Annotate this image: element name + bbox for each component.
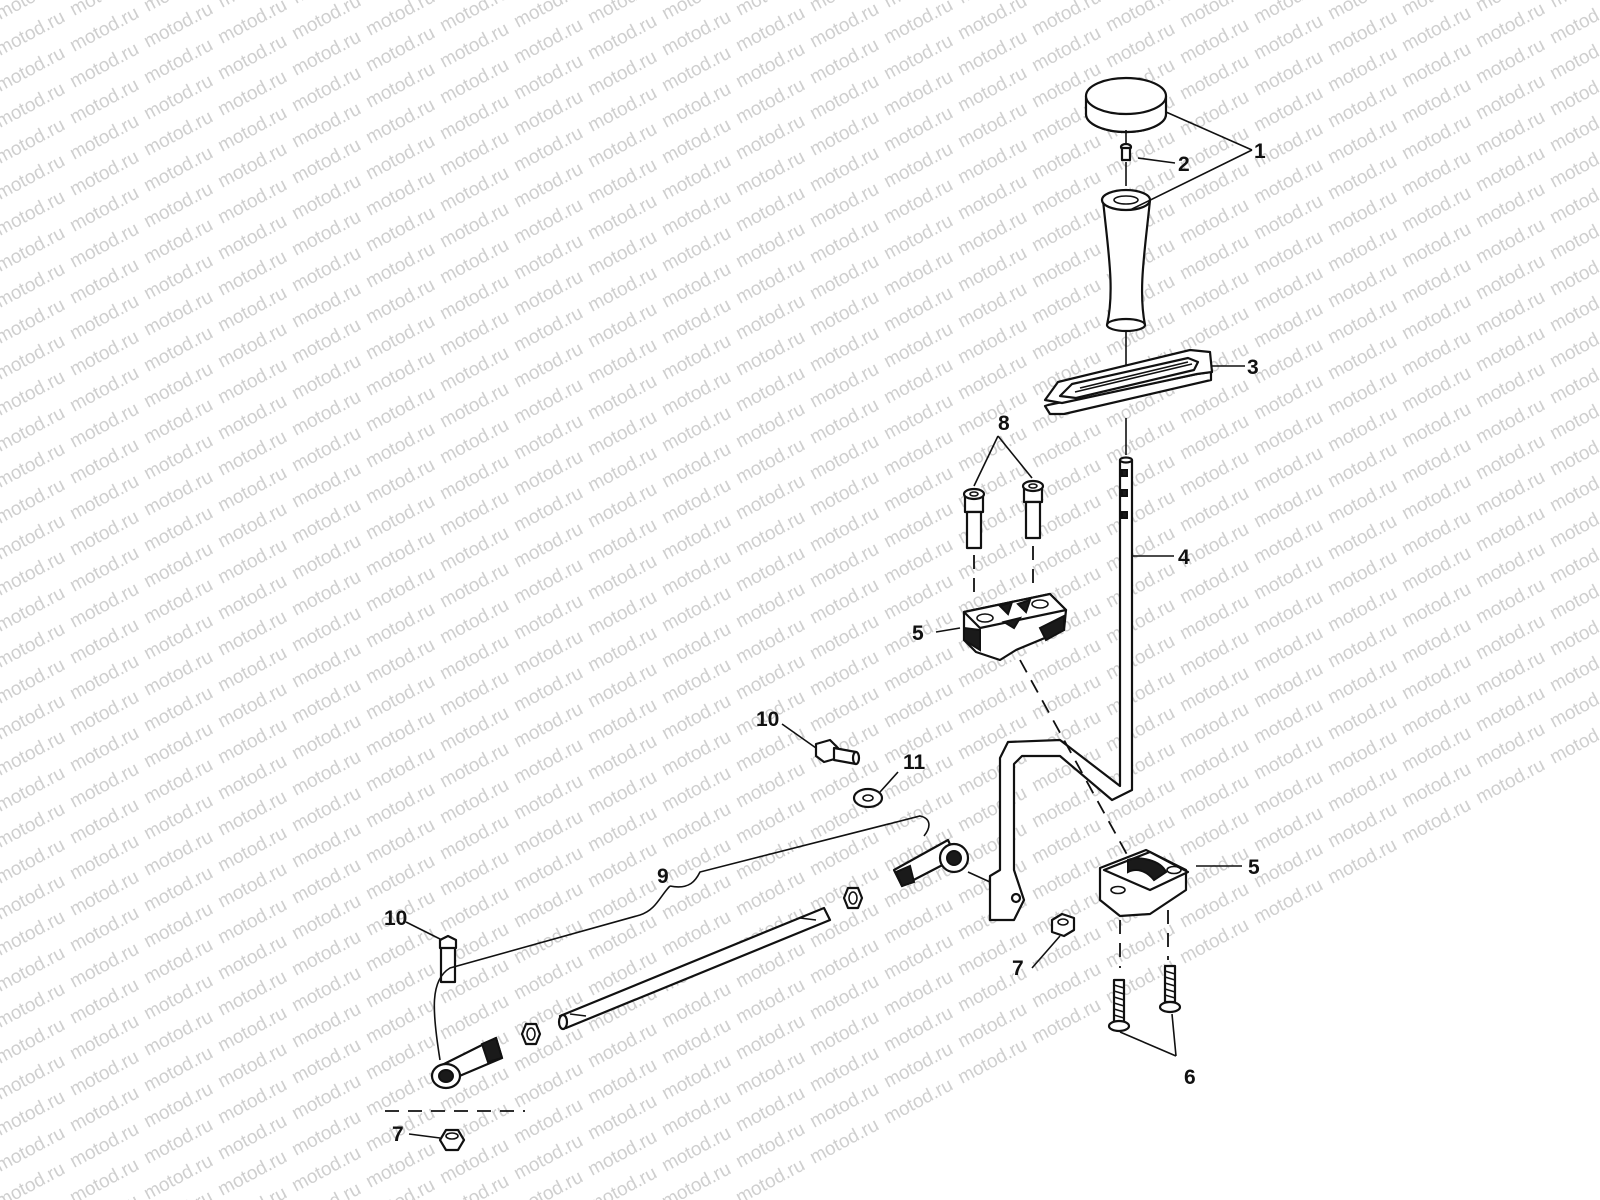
shift-lever <box>988 332 1134 922</box>
callout-3: 3 <box>1247 356 1259 379</box>
knob-cap <box>1084 76 1168 134</box>
clamp-lower <box>1098 848 1190 968</box>
nut-lever <box>1050 912 1076 938</box>
callout-11: 11 <box>903 751 926 774</box>
shift-handle <box>1100 188 1152 333</box>
bolt-left <box>962 487 986 600</box>
nut-lower <box>438 1128 466 1152</box>
callout-6: 6 <box>1184 1066 1196 1089</box>
bolt-10-upper <box>814 738 861 766</box>
rod-end-right <box>892 838 991 888</box>
jam-nut-right <box>842 886 864 910</box>
bolt-right <box>1021 479 1045 590</box>
callout-10-lower: 10 <box>384 907 407 930</box>
clamp-upper <box>962 592 1068 662</box>
callout-7-lever: 7 <box>1012 957 1024 980</box>
threaded-rod <box>557 906 832 1031</box>
jam-nut-left <box>520 1022 542 1046</box>
callout-9: 9 <box>657 865 669 888</box>
screw-right <box>1158 964 1182 1014</box>
leader-lines <box>405 111 1253 1139</box>
callout-5-lower: 5 <box>1248 856 1260 879</box>
callout-4: 4 <box>1178 546 1190 569</box>
knob-screw <box>1119 130 1133 186</box>
rod-end-left <box>430 1036 504 1090</box>
callout-5-upper: 5 <box>912 622 924 645</box>
callout-2: 2 <box>1178 153 1190 176</box>
callout-1: 1 <box>1254 140 1266 163</box>
washer <box>852 787 884 809</box>
callout-7-lower: 7 <box>392 1123 404 1146</box>
callout-10-upper: 10 <box>756 708 779 731</box>
callout-8: 8 <box>998 412 1010 435</box>
shift-bezel <box>1043 348 1214 416</box>
screw-left <box>1107 978 1131 1033</box>
